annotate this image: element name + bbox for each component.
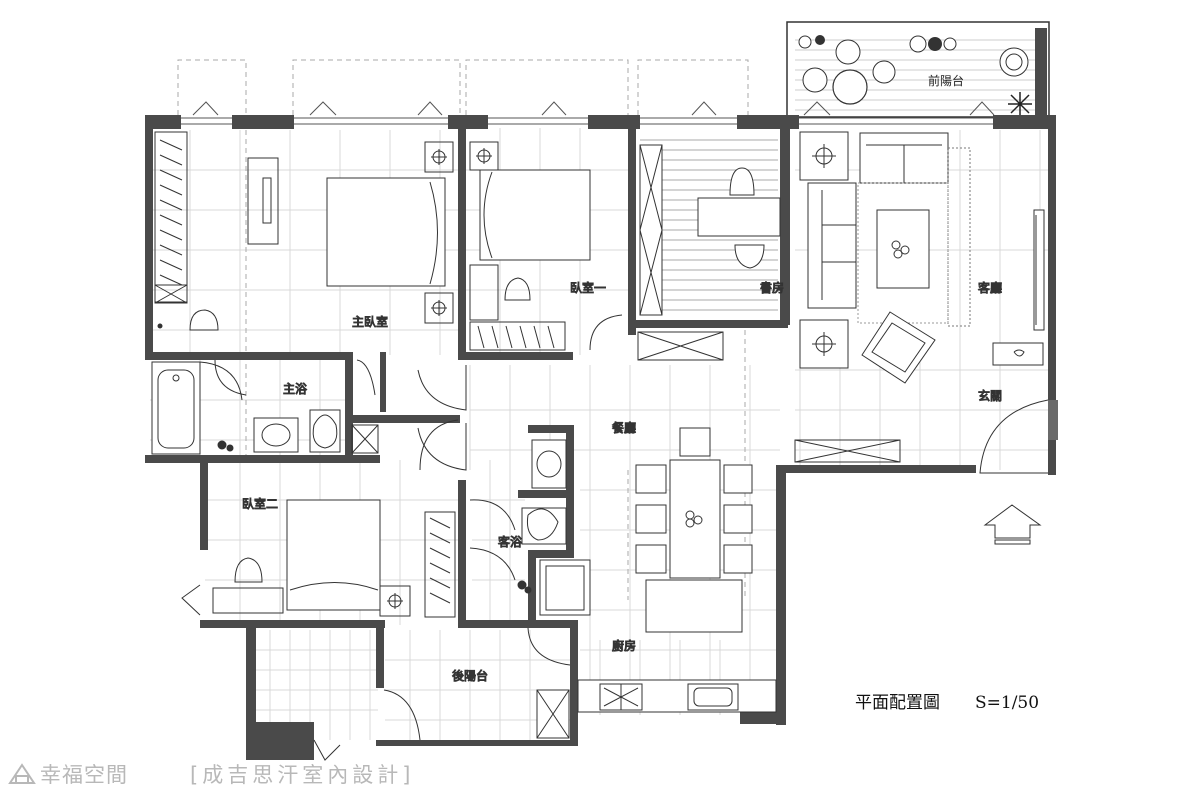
living-room-furniture: 客廳 bbox=[799, 131, 1045, 384]
walls bbox=[145, 115, 1058, 760]
drawing-title: 平面配置圖 bbox=[855, 693, 940, 713]
bedroom-two-furniture: 臥室二 bbox=[212, 496, 456, 618]
watermark: 幸福空間 [成吉思汗室內設計] bbox=[8, 763, 414, 787]
room-label-bedroom-one: 臥室一 bbox=[570, 280, 606, 295]
bedroom-one-furniture: 臥室一 bbox=[469, 141, 623, 351]
room-label-front-balcony: 前陽台 bbox=[928, 73, 964, 88]
kitchen-fixtures: 廚房 bbox=[577, 579, 777, 713]
room-label-study: 書房 bbox=[760, 280, 784, 295]
house-logo-icon bbox=[8, 763, 36, 784]
back-balcony-fixtures: 後陽台 bbox=[452, 668, 570, 739]
entry-arrow-icon bbox=[983, 504, 1042, 545]
plant-icon bbox=[1008, 92, 1032, 116]
plant-icon bbox=[798, 35, 957, 53]
guest-bath-fixtures: 客浴 bbox=[498, 439, 591, 616]
master-bath-fixtures: 主浴 bbox=[151, 359, 379, 455]
plant-icon bbox=[217, 440, 234, 452]
room-label-dining-room: 餐廳 bbox=[612, 420, 636, 435]
room-label-master-bath: 主浴 bbox=[283, 382, 307, 396]
room-label-kitchen: 廚房 bbox=[612, 638, 636, 653]
front-balcony: 前陽台 bbox=[786, 21, 1050, 118]
drawing-scale: S=1/50 bbox=[975, 693, 1039, 713]
drawing-title-block: 平面配置圖 S=1/50 bbox=[855, 693, 1039, 713]
room-label-living-room: 客廳 bbox=[978, 280, 1002, 295]
room-label-guest-bath: 客浴 bbox=[498, 534, 522, 549]
dining-furniture: 餐廳 bbox=[612, 420, 753, 579]
room-label-bedroom-two: 臥室二 bbox=[242, 496, 278, 511]
watermark-credit: [成吉思汗室內設計] bbox=[190, 763, 414, 787]
plant-icon bbox=[517, 580, 532, 594]
watermark-brand: 幸福空間 bbox=[40, 763, 128, 787]
doors bbox=[181, 359, 571, 761]
windows bbox=[181, 101, 995, 125]
entrance-area: 玄關 bbox=[794, 388, 1049, 545]
room-label-entrance: 玄關 bbox=[978, 388, 1002, 403]
master-bedroom-furniture: 主臥室 bbox=[154, 131, 454, 331]
room-label-back-balcony: 後陽台 bbox=[452, 668, 488, 683]
room-label-master-bedroom: 主臥室 bbox=[352, 314, 388, 329]
study-furniture: 書房 bbox=[637, 139, 785, 361]
